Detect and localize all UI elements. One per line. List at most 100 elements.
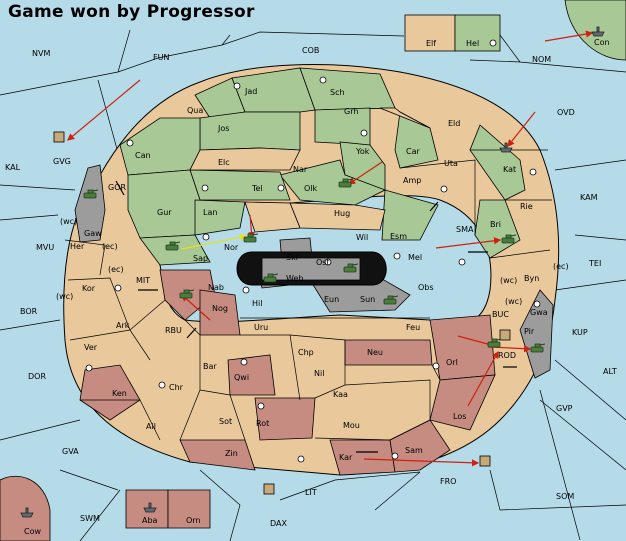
- label-coast-6: (ec): [553, 262, 569, 271]
- label-Neu: Neu: [367, 348, 383, 357]
- label-Grh: Grh: [344, 107, 358, 116]
- label-Yok: Yok: [355, 147, 370, 156]
- green-territories: [119, 67, 526, 266]
- label-GOR: GOR: [108, 183, 126, 192]
- label-Feu: Feu: [406, 323, 420, 332]
- label-Bar: Bar: [203, 362, 217, 371]
- label-BUC: BUC: [492, 310, 509, 319]
- label-Ver: Ver: [84, 343, 98, 352]
- label-Qwi: Qwi: [234, 373, 249, 382]
- label-Skr: Skr: [286, 253, 300, 262]
- label-Nil: Nil: [314, 369, 324, 378]
- label-Orn: Orn: [186, 516, 201, 525]
- label-Cow: Cow: [24, 527, 41, 536]
- interior-borders: [64, 149, 552, 441]
- label-KAL: KAL: [5, 163, 21, 172]
- fleet-unit: [143, 502, 157, 513]
- label-Mou: Mou: [343, 421, 360, 430]
- label-ROD: ROD: [498, 351, 516, 360]
- label-NVM: NVM: [32, 49, 50, 58]
- label-Web: Web: [286, 274, 303, 283]
- label-Eun: Eun: [324, 295, 339, 304]
- label-GVA: GVA: [62, 447, 79, 456]
- passages: [115, 180, 517, 453]
- label-Esm: Esm: [390, 232, 407, 241]
- supply-marker: [479, 455, 491, 467]
- label-GVG: GVG: [53, 157, 71, 166]
- supply-centers: [85, 39, 541, 463]
- label-Obs: Obs: [418, 283, 434, 292]
- land-labels: Elf Hel Con GVG Jad Sch Qua Jos Grh Eld …: [24, 38, 610, 536]
- label-Mel: Mel: [408, 253, 422, 262]
- label-Elc: Elc: [218, 158, 230, 167]
- label-Orl: Orl: [446, 358, 458, 367]
- label-coast-5: (wc): [500, 276, 517, 285]
- label-Rie: Rie: [520, 202, 533, 211]
- label-Aba: Aba: [142, 516, 158, 525]
- label-Qua: Qua: [187, 106, 203, 115]
- label-OVD: OVD: [557, 108, 575, 117]
- label-SWM: SWM: [80, 514, 100, 523]
- label-Sch: Sch: [330, 88, 345, 97]
- label-Amp: Amp: [403, 176, 421, 185]
- island-cow: [0, 475, 51, 541]
- label-ALT: ALT: [603, 367, 617, 376]
- label-LIT: LIT: [305, 488, 317, 497]
- label-KUP: KUP: [572, 328, 588, 337]
- label-Sot: Sot: [219, 417, 232, 426]
- label-Chp: Chp: [298, 348, 314, 357]
- label-Sap: Sap: [193, 254, 208, 263]
- label-Hel: Hel: [466, 39, 479, 48]
- supply-marker: [53, 131, 65, 143]
- units: [20, 26, 605, 518]
- label-Los: Los: [453, 412, 466, 421]
- label-DOR: DOR: [28, 372, 46, 381]
- label-Bri: Bri: [490, 220, 501, 229]
- label-NOM: NOM: [532, 55, 551, 64]
- fleet-unit: [20, 507, 34, 518]
- label-Wil: Wil: [356, 233, 368, 242]
- label-TEI: TEI: [588, 259, 601, 268]
- label-COB: COB: [302, 46, 319, 55]
- supply-marker: [263, 483, 275, 495]
- fleet-unit: [499, 142, 513, 153]
- label-KAM: KAM: [580, 193, 598, 202]
- sea-boundaries: [0, 29, 626, 541]
- label-GVP: GVP: [556, 404, 573, 413]
- island-con: [564, 0, 626, 61]
- label-coast-4: (ec): [108, 265, 124, 274]
- label-BOR: BOR: [20, 307, 38, 316]
- game-title: Game won by Progressor: [8, 2, 255, 22]
- label-coast-2: (ec): [102, 242, 118, 251]
- label-Rot: Rot: [256, 419, 269, 428]
- label-Chr: Chr: [169, 383, 184, 392]
- label-MIT: MIT: [136, 276, 150, 285]
- label-Byn: Byn: [524, 274, 539, 283]
- label-Jad: Jad: [244, 87, 257, 96]
- label-Nog: Nog: [212, 304, 228, 313]
- label-Gwa: Gwa: [530, 308, 548, 317]
- label-Kor: Kor: [82, 284, 96, 293]
- label-Jos: Jos: [217, 124, 229, 133]
- label-Kaa: Kaa: [333, 390, 348, 399]
- label-Kat: Kat: [503, 165, 516, 174]
- label-Can: Can: [135, 151, 151, 160]
- label-Uru: Uru: [254, 323, 268, 332]
- label-Gur: Gur: [157, 208, 172, 217]
- label-Ail: Ail: [146, 422, 156, 431]
- label-Her: Her: [70, 242, 85, 251]
- label-MVU: MVU: [36, 243, 54, 252]
- label-SMA: SMA: [456, 225, 474, 234]
- label-Ark: Ark: [116, 321, 130, 330]
- label-Kar: Kar: [339, 453, 353, 462]
- support-order: [181, 233, 248, 250]
- label-Elf: Elf: [426, 39, 436, 48]
- label-FRO: FRO: [440, 477, 456, 486]
- label-Ost: Ost: [316, 258, 330, 267]
- label-RBU: RBU: [165, 326, 182, 335]
- label-Sun: Sun: [360, 295, 375, 304]
- label-coast-7: (wc): [505, 297, 522, 306]
- label-coast-1: (wc): [60, 217, 77, 226]
- neutral-territories: [189, 107, 431, 233]
